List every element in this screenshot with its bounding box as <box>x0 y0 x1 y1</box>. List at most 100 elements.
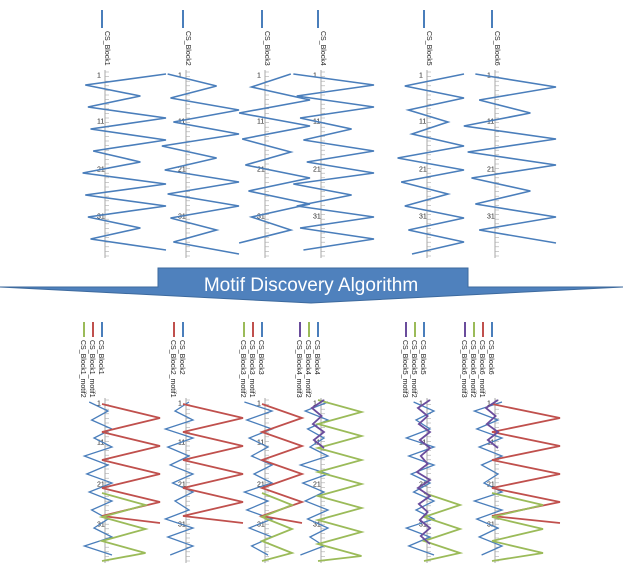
axis-tick-label: 1 <box>97 401 101 408</box>
axis-tick-label: 31 <box>257 522 265 529</box>
axis-tick-label: 21 <box>257 167 265 174</box>
legend-label: CS_Block6 <box>493 31 500 66</box>
axis-tick-label: 21 <box>487 167 495 174</box>
legend-label: CS_Block2_motif1 <box>169 340 176 398</box>
axis-tick-label: 11 <box>257 119 264 126</box>
axis-tick-label: 21 <box>313 167 321 174</box>
legend-label: CS_Block1 <box>103 31 110 66</box>
axis-tick-label: 1 <box>419 401 423 408</box>
axis-tick-label: 11 <box>97 119 104 126</box>
axis-tick-label: 31 <box>419 522 427 529</box>
axis-tick-label: 1 <box>313 401 317 408</box>
axis-tick-label: 31 <box>313 214 321 221</box>
axis-tick-label: 1 <box>257 73 261 80</box>
top-plots: 1112131111213111121311112131111213111121… <box>82 70 557 258</box>
motif2-series <box>491 492 544 562</box>
axis-tick-label: 11 <box>419 119 426 126</box>
axis-tick-label: 11 <box>178 119 185 126</box>
cs-block-series <box>472 401 505 556</box>
axis-tick-label: 1 <box>257 401 261 408</box>
motif3-series <box>310 399 326 449</box>
legend-label: CS_Block3_motif1 <box>248 340 255 398</box>
cs-block-series <box>242 401 275 556</box>
legend-label: CS_Block2 <box>184 31 191 66</box>
legend-label: CS_Block6_motif2 <box>469 340 476 398</box>
motif2-series <box>314 399 365 562</box>
motif1-series <box>491 403 561 524</box>
banner-label: Motif Discovery Algorithm <box>204 275 418 296</box>
cs-block-series <box>293 73 375 251</box>
axis-tick-label: 21 <box>178 167 186 174</box>
legend-label: CS_Block6 <box>487 340 494 375</box>
top-legend-6: CS_Block6 <box>491 10 500 66</box>
legend-label: CS_Block4 <box>319 31 326 66</box>
legend-label: CS_Block3 <box>257 340 264 375</box>
axis-tick-label: 21 <box>487 482 495 489</box>
axis-tick-label: 21 <box>313 482 321 489</box>
cs-block-series <box>238 73 311 244</box>
motif3-series <box>415 399 432 545</box>
motif1-series <box>101 403 161 524</box>
axis-tick-label: 1 <box>178 73 182 80</box>
motif3-series <box>484 399 500 449</box>
top-legend-1: CS_Block1 <box>101 10 110 66</box>
top-legend-5: CS_Block5 <box>423 10 432 66</box>
cs-block-series <box>163 401 196 556</box>
legend-label: CS_Block4_motif2 <box>304 340 311 398</box>
axis-tick-label: 1 <box>419 73 423 80</box>
axis-tick-label: 1 <box>313 73 317 80</box>
axis-tick-label: 31 <box>419 214 427 221</box>
motif1-series <box>182 403 244 524</box>
axis-tick-label: 31 <box>257 214 265 221</box>
legend-label: CS_Block4 <box>313 340 320 375</box>
axis-tick-label: 31 <box>97 214 105 221</box>
top-legend-2: CS_Block2 <box>182 10 191 66</box>
axis-tick-label: 11 <box>97 440 104 447</box>
top-legends: CS_Block1 CS_Block2 CS_Block3 CS_Block4 CS_B… <box>101 10 500 66</box>
cs-block-series <box>404 401 437 556</box>
axis-tick-label: 31 <box>178 214 186 221</box>
top-section: CS_Block1 CS_Block2 CS_Block3 CS_Block4 CS_B… <box>82 10 557 258</box>
axis-tick-label: 31 <box>97 522 105 529</box>
legend-label: CS_Block1_motif2 <box>79 340 86 398</box>
legend-label: CS_Block3 <box>263 31 270 66</box>
legend-label: CS_Block2 <box>178 340 185 375</box>
legend-label: CS_Block5_motif2 <box>410 340 417 398</box>
banner-arrow-shape <box>0 267 623 304</box>
axis-tick-label: 1 <box>487 401 491 408</box>
legend-label: CS_Block5 <box>425 31 432 66</box>
motif2-series <box>421 492 464 562</box>
legend-label: CS_Block4_motif3 <box>295 340 302 398</box>
top-legend-3: CS_Block3 <box>261 10 270 66</box>
legend-label: CS_Block1_motif1 <box>88 340 95 398</box>
top-legend-4: CS_Block4 <box>317 10 326 66</box>
axis-tick-label: 31 <box>313 522 321 529</box>
legend-label: CS_Block5 <box>419 340 426 375</box>
axis-tick-label: 1 <box>178 401 182 408</box>
axis-tick-label: 21 <box>178 482 186 489</box>
cs-block-series <box>463 73 557 244</box>
legend-label: CS_Block6_motif3 <box>460 340 467 398</box>
cs-block-series <box>82 401 114 556</box>
axis-tick-label: 11 <box>487 119 494 126</box>
axis-tick-label: 21 <box>97 482 105 489</box>
